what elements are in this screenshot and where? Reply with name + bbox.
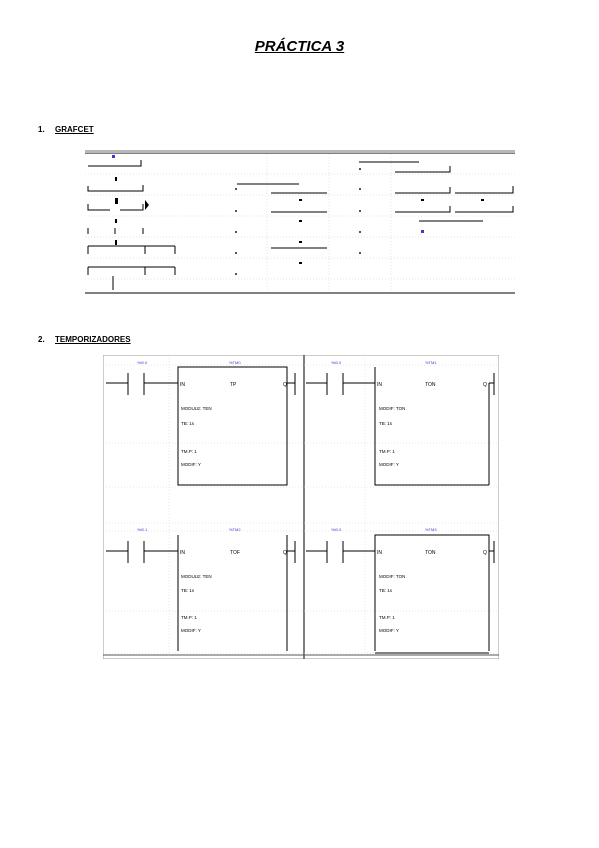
contact-address: %I0.0: [331, 360, 342, 365]
grafcet-diagram-image: [85, 150, 515, 294]
timer-param: MODIF: TON: [379, 574, 405, 579]
page-title: PRÁCTICA 3: [254, 38, 345, 55]
timer-type: TOF: [230, 550, 240, 556]
timer-block-3: %I0.1 %TM2 IN Q TOF MODULE: TEN TB: 1s T…: [106, 527, 296, 651]
timer-address: %TM1: [425, 360, 437, 365]
timer-output-pin: Q: [283, 382, 287, 388]
timer-output-pin: Q: [483, 550, 487, 556]
contact-address: %I0.0: [137, 360, 148, 365]
contact-address: %I0.0: [331, 527, 342, 532]
timer-input-pin: IN: [377, 550, 382, 556]
timer-input-pin: IN: [180, 382, 185, 388]
timer-address: %TM0: [229, 360, 241, 365]
timer-address: %TM2: [229, 527, 241, 532]
timer-param: TM.P: 1: [181, 449, 197, 454]
section-label: GRAFCET: [55, 125, 94, 134]
timer-param: MODIF: Y: [181, 462, 201, 467]
timer-input-pin: IN: [180, 550, 185, 556]
section-grafcet-heading: 1. GRAFCET: [38, 125, 94, 134]
timer-block-4: %I0.0 %TM3 IN Q TON MODIF: TON TB: 1s TM…: [306, 527, 495, 654]
timer-type: TON: [425, 550, 436, 556]
timer-param: TM.P: 1: [379, 615, 395, 620]
timer-param: TB: 1s: [379, 588, 393, 593]
timer-param: MODIF: Y: [181, 628, 201, 633]
timer-address: %TM3: [425, 527, 437, 532]
timer-input-pin: IN: [377, 382, 382, 388]
timer-output-pin: Q: [283, 550, 287, 556]
timers-ladder-diagram: %I0.0 %TM0 IN Q TP MODULE: TEN TB: 1s TM…: [103, 355, 499, 659]
timer-param: MODIF: Y: [379, 462, 399, 467]
timer-param: TM.P: 1: [181, 615, 197, 620]
timer-type: TP: [230, 382, 237, 388]
timer-param: TB: 1s: [181, 588, 195, 593]
timer-param: TM.P: 1: [379, 449, 395, 454]
timer-param: TB: 1s: [181, 421, 195, 426]
section-label: TEMPORIZADORES: [55, 335, 131, 344]
section-number: 2.: [38, 335, 45, 344]
section-timers-heading: 2. TEMPORIZADORES: [38, 335, 131, 344]
timer-block-1: %I0.0 %TM0 IN Q TP MODULE: TEN TB: 1s TM…: [106, 360, 296, 486]
timer-param: MODULE: TEN: [181, 406, 212, 411]
section-number: 1.: [38, 125, 45, 134]
timer-type: TON: [425, 382, 436, 388]
timer-output-pin: Q: [483, 382, 487, 388]
timer-param: MODULE: TEN: [181, 574, 212, 579]
contact-address: %I0.1: [137, 527, 148, 532]
timer-param: MODIF: Y: [379, 628, 399, 633]
timer-param: TB: 1s: [379, 421, 393, 426]
timer-param: MODIF: TON: [379, 406, 405, 411]
timer-block-2: %I0.0 %TM1 IN Q TON MODIF: TON TB: 1s TM…: [306, 360, 495, 486]
